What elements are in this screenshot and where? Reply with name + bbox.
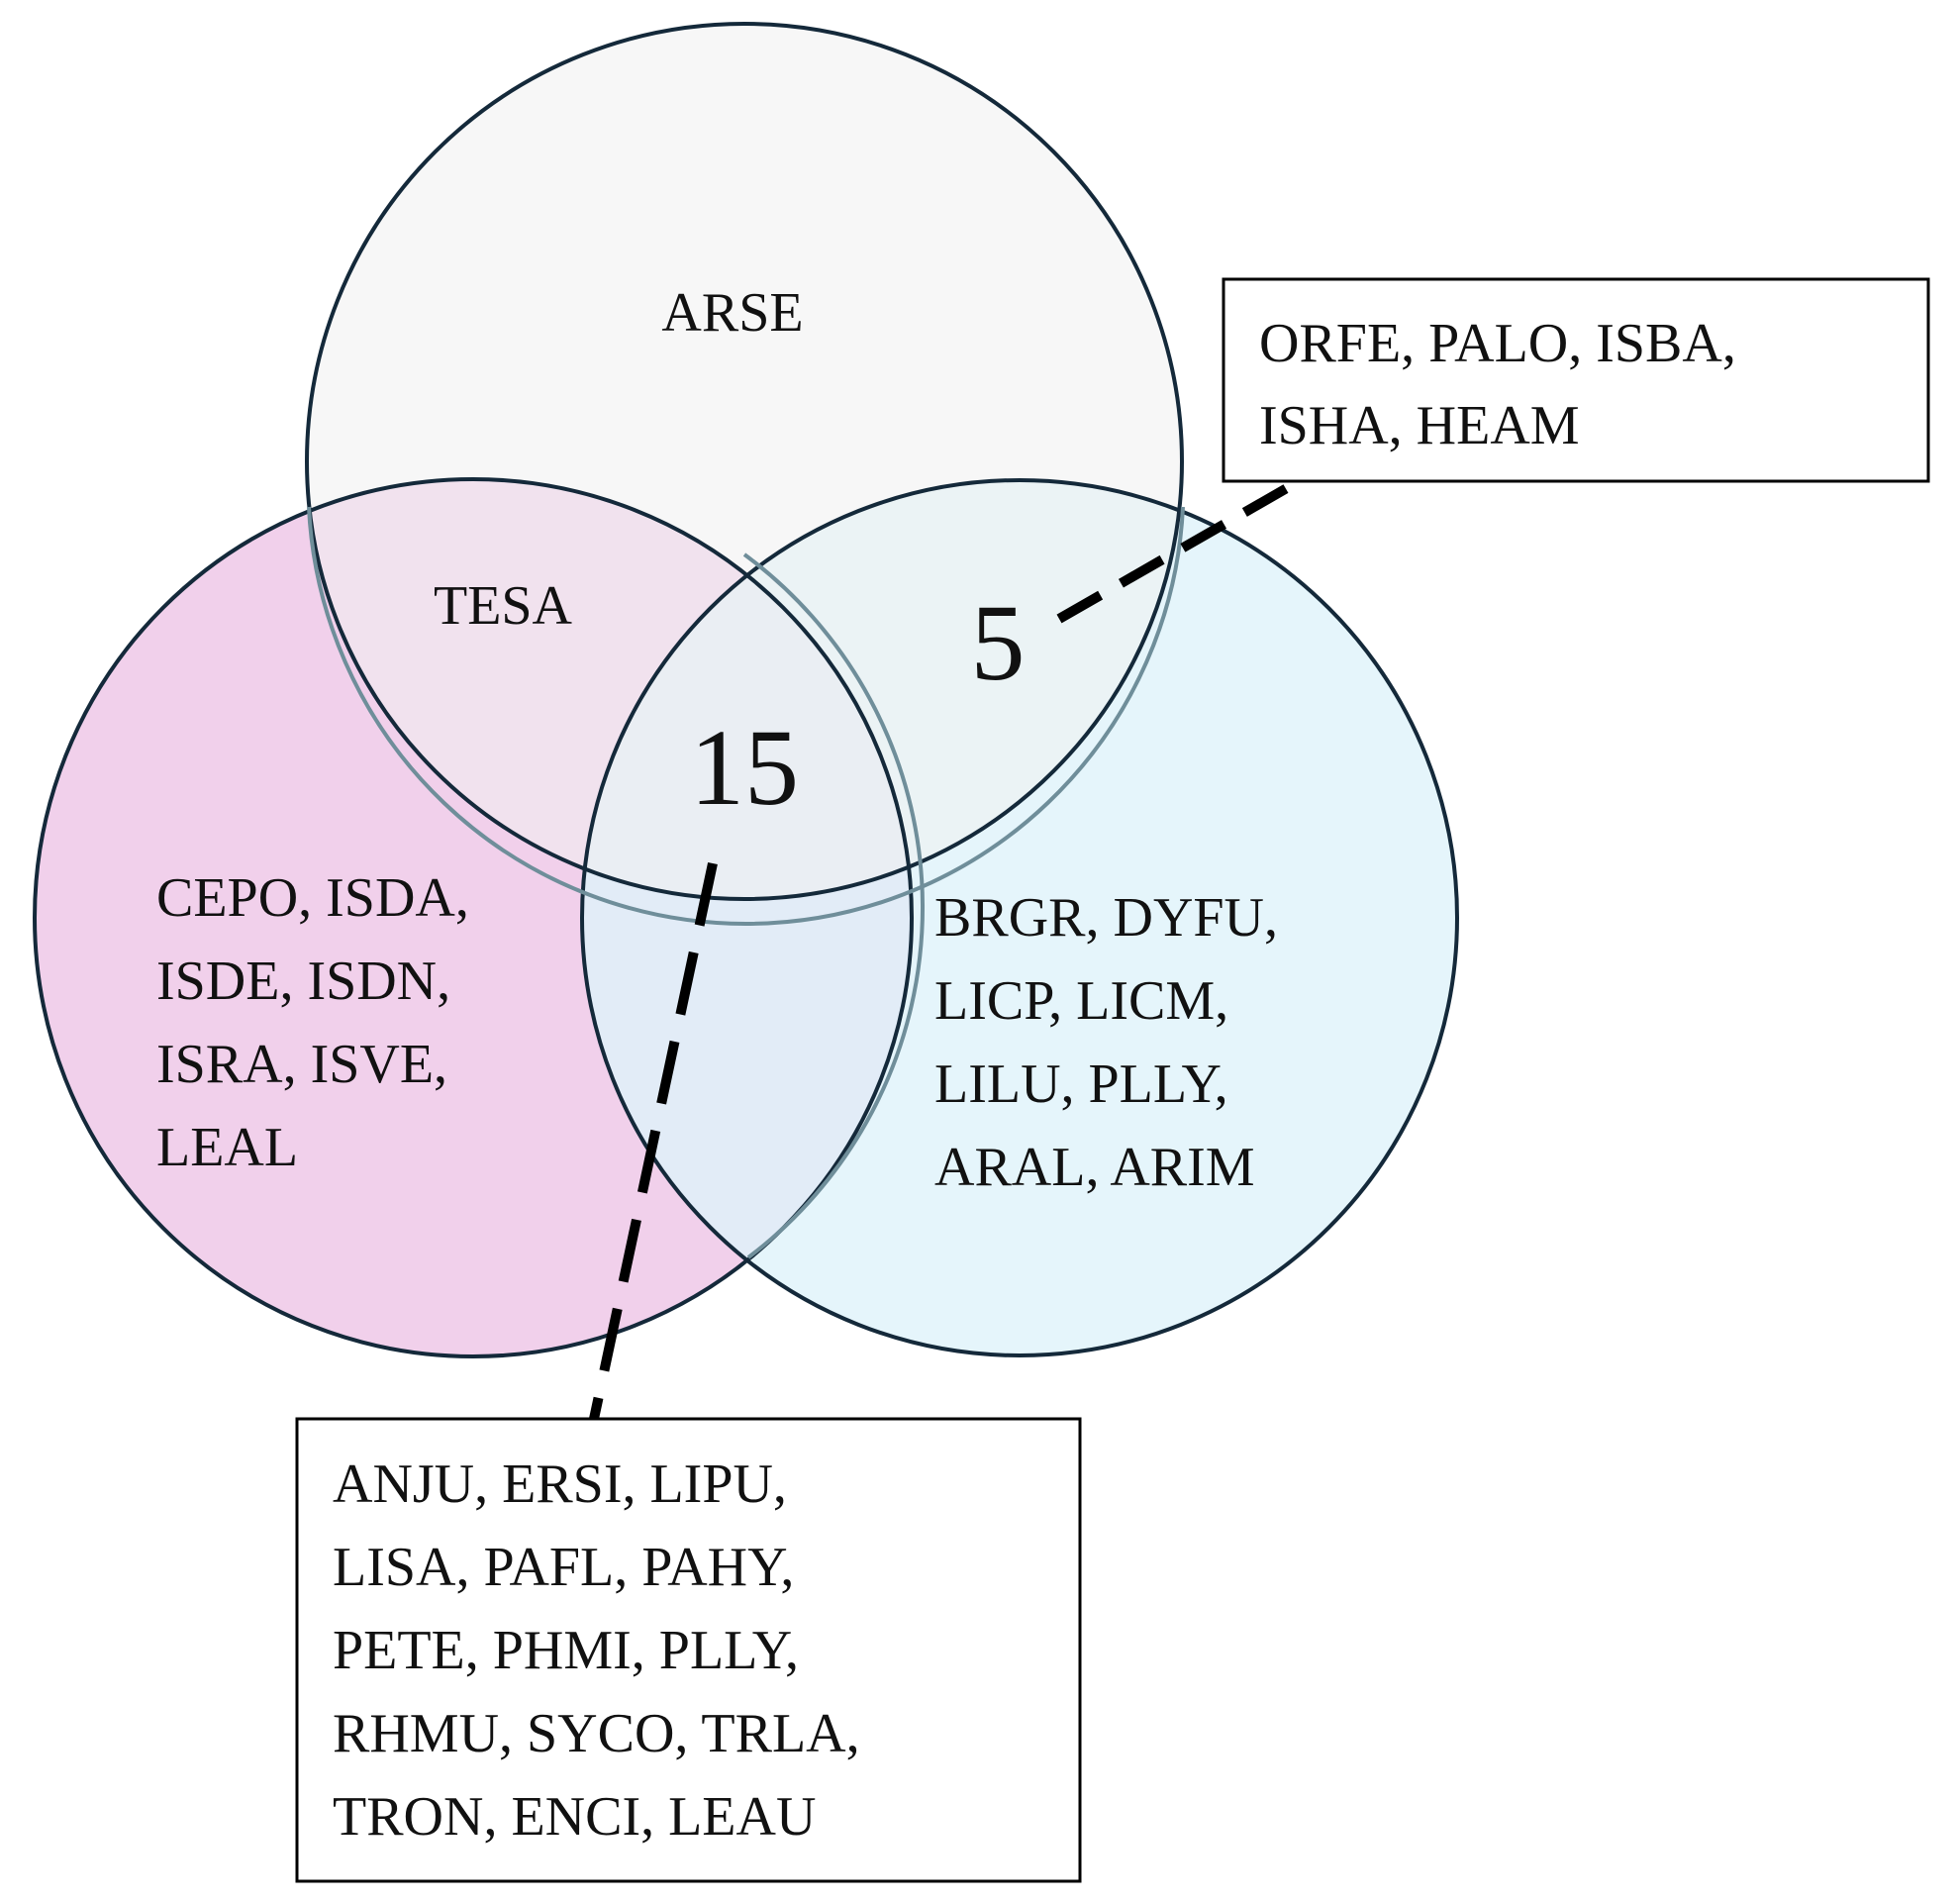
set-right-outline [580, 478, 1459, 1357]
center-count: 15 [690, 707, 799, 828]
center-callout-text: ANJU, ERSI, LIPU, LISA, PAFL, PAHY, PETE… [333, 1453, 874, 1848]
left-only-list: CEPO, ISDA, ISDE, ISDN, ISRA, ISVE, LEAL [156, 867, 483, 1178]
center-callout-connector [589, 861, 718, 1421]
top-right-count: 5 [971, 582, 1026, 703]
top-right-callout-text: ORFE, PALO, ISBA, ISHA, HEAM [1259, 313, 1750, 456]
top-circle-inner-arc [307, 506, 1185, 926]
right-only-line: LICP, LICM, [934, 970, 1228, 1032]
right-only-line: BRGR, DYFU, [934, 887, 1278, 949]
set-top-circle [307, 24, 1182, 899]
center-callout-box [295, 1417, 1082, 1883]
right-only-line: ARAL, ARIM [934, 1137, 1255, 1198]
top-right-callout-line: ISHA, HEAM [1259, 395, 1580, 456]
set-left-outline [33, 477, 914, 1358]
center-callout-line: LISA, PAFL, PAHY, [333, 1537, 794, 1598]
top-right-callout-box [1222, 277, 1930, 483]
set-top-outline [305, 22, 1184, 901]
center-callout-line: RHMU, SYCO, TRLA, [333, 1703, 860, 1764]
center-callout-line: PETE, PHMI, PLLY, [333, 1620, 799, 1681]
center-callout-line: TRON, ENCI, LEAU [333, 1786, 816, 1848]
left-only-line: LEAL [156, 1117, 298, 1178]
left-circle-inner-arc [742, 552, 925, 1259]
left-only-line: ISRA, ISVE, [156, 1034, 447, 1095]
top-right-callout-line: ORFE, PALO, ISBA, [1259, 313, 1736, 374]
right-only-line: LILU, PLLY, [934, 1053, 1228, 1115]
top-right-callout-connector [1056, 483, 1290, 624]
left-only-line: ISDE, ISDN, [156, 951, 450, 1012]
center-callout-line: ANJU, ERSI, LIPU, [333, 1453, 787, 1515]
right-only-list: BRGR, DYFU, LICP, LICM, LILU, PLLY, ARAL… [934, 887, 1292, 1198]
top-only-label: ARSE [661, 282, 803, 344]
left-only-line: CEPO, ISDA, [156, 867, 469, 929]
top-left-intersection-label: TESA [434, 575, 573, 637]
